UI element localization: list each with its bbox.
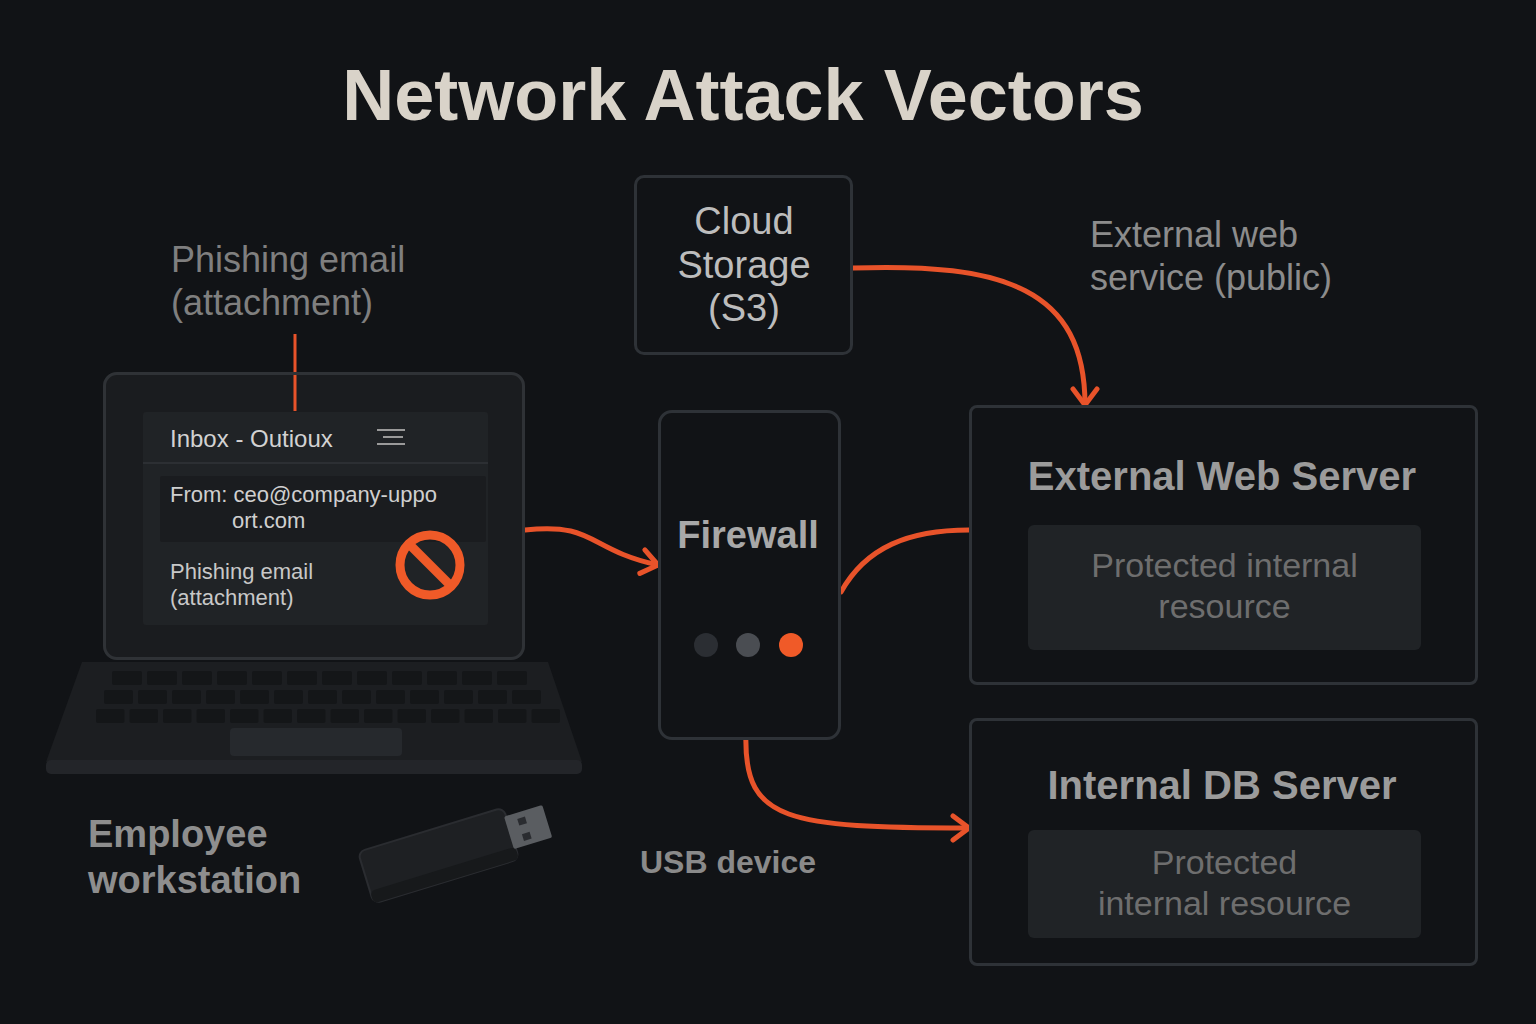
keyboard-key: [376, 690, 405, 704]
laptop-screen: [103, 372, 525, 660]
status-dot: [779, 633, 803, 657]
server-box: Internal DB ServerProtected internal res…: [969, 718, 1478, 966]
keyboard: [96, 671, 560, 723]
keyboard-key: [427, 671, 457, 685]
keyboard-key: [112, 671, 142, 685]
keyboard-key: [230, 709, 259, 723]
box-subtext: From: ceo@company-uppo ort.com: [170, 482, 486, 535]
keyboard-key: [163, 709, 192, 723]
keyboard-key: [331, 709, 360, 723]
keyboard-key: [182, 671, 212, 685]
box-text: Protected internal resource: [1039, 545, 1410, 627]
keyboard-key: [308, 690, 337, 704]
keyboard-key: [478, 690, 507, 704]
keyboard-key: [287, 671, 317, 685]
menu-icon: [377, 430, 405, 444]
keyboard-key: [462, 671, 492, 685]
keyboard-key: [96, 709, 125, 723]
connector-arrow: [853, 267, 1085, 405]
keyboard-key: [217, 671, 247, 685]
keyboard-key: [274, 690, 303, 704]
email-panel: [143, 412, 488, 625]
keyboard-key: [130, 709, 159, 723]
laptop-base: [46, 662, 582, 762]
keyboard-key: [410, 690, 439, 704]
keyboard-key: [322, 671, 352, 685]
keyboard-key: [357, 671, 387, 685]
device-label: Employee workstation: [88, 812, 358, 903]
panel-divider: [143, 462, 488, 464]
keyboard-key: [398, 709, 427, 723]
keyboard-key: [252, 671, 282, 685]
service-label: External web service (public): [1090, 213, 1380, 299]
status-dot: [736, 633, 760, 657]
connector-arrow: [525, 529, 658, 565]
keyboard-key: [104, 690, 133, 704]
box-text: Firewall: [661, 513, 835, 559]
keyboard-key: [240, 690, 269, 704]
keyboard-key: [498, 709, 527, 723]
keyboard-key: [465, 709, 494, 723]
connector-arrow: [841, 530, 969, 592]
usb-stick: [358, 796, 555, 903]
storage-box: Cloud Storage (S3): [634, 175, 853, 355]
resource-box: Protected internal resource: [1028, 830, 1421, 938]
title: Network Attack Vectors: [0, 52, 1486, 138]
box-text: External Web Server: [972, 452, 1472, 500]
keyboard-key: [297, 709, 326, 723]
keyboard-key: [497, 671, 527, 685]
keyboard-key: [206, 690, 235, 704]
keyboard-key: [264, 709, 293, 723]
keyboard-key: [147, 671, 177, 685]
laptop-edge: [46, 760, 582, 774]
box-text: Cloud Storage (S3): [654, 200, 834, 331]
connector-arrow: [746, 740, 969, 828]
keyboard-key: [138, 690, 167, 704]
keyboard-key: [392, 671, 422, 685]
prohibition-icon: [400, 535, 460, 595]
box-text: Protected internal resource: [1094, 842, 1355, 924]
keyboard-key: [342, 690, 371, 704]
laptop-screen-box: Inbox - OutiouxFrom: ceo@company-uppo or…: [103, 372, 525, 660]
status-dot: [694, 633, 718, 657]
box-text: Inbox - Outioux: [170, 425, 390, 454]
keyboard-key: [532, 709, 561, 723]
device-label: USB device: [636, 843, 820, 881]
box-text: Internal DB Server: [972, 761, 1472, 809]
keyboard-key: [431, 709, 460, 723]
keyboard-key: [364, 709, 393, 723]
server-box: External Web ServerProtected internal re…: [969, 405, 1478, 685]
callout-label: Phishing email (attachment): [171, 238, 446, 324]
keyboard-key: [512, 690, 541, 704]
firewall-box: Firewall: [658, 410, 841, 740]
keyboard-key: [444, 690, 473, 704]
resource-box: Protected internal resource: [1028, 525, 1421, 650]
keyboard-key: [172, 690, 201, 704]
box-subtext: Phishing email (attachment): [170, 559, 385, 612]
keyboard-key: [197, 709, 226, 723]
trackpad: [230, 728, 402, 756]
